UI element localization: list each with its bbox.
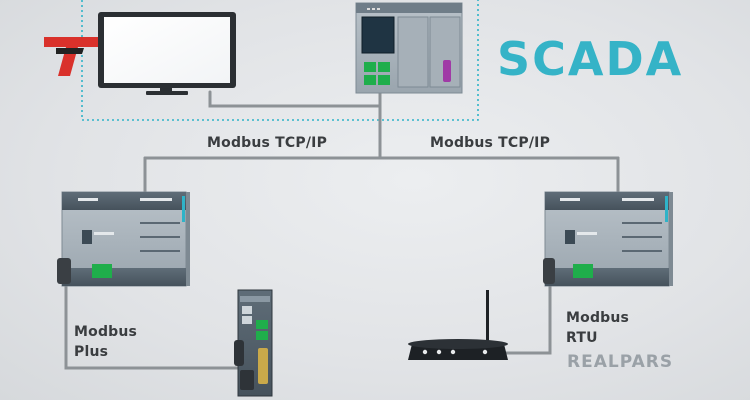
network-cables — [64, 90, 620, 370]
brand-watermark: REALPARS — [567, 352, 674, 372]
label-modbus-tcp-right: Modbus TCP/IP — [430, 135, 551, 151]
wireless-router — [408, 290, 508, 360]
cable-hmi-to-server — [208, 90, 382, 108]
plc-right — [543, 191, 673, 287]
label-modbus-rtu: Modbus RTU — [566, 308, 629, 348]
label-modbus-rtu-line2: RTU — [566, 330, 598, 346]
label-modbus-plus-line2: Plus — [74, 344, 109, 360]
label-modbus-rtu-line1: Modbus — [566, 310, 630, 326]
cable-modbus-plus — [64, 283, 242, 370]
scada-title: SCADA — [497, 32, 684, 86]
scada-server-rack — [355, 2, 463, 94]
cable-modbus-rtu — [498, 283, 552, 355]
ethernet-switch — [234, 289, 273, 397]
label-modbus-plus: Modbus Plus — [74, 322, 137, 362]
scada-zone-border — [81, 0, 479, 121]
company-logo — [44, 37, 108, 76]
hmi-monitor — [98, 12, 236, 95]
label-modbus-tcp-left: Modbus TCP/IP — [207, 135, 328, 151]
plc-left — [57, 191, 190, 287]
label-modbus-plus-line1: Modbus — [74, 324, 138, 340]
